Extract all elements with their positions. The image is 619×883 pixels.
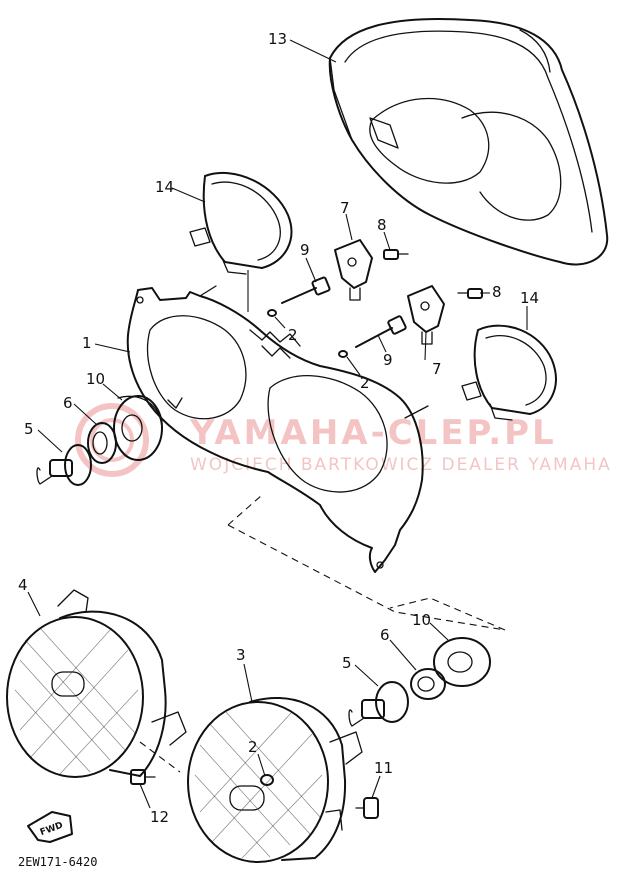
callout-1: 1 [82, 334, 92, 352]
part-14-ring-upper [189, 171, 293, 312]
part-7-adjuster-upper [334, 239, 373, 301]
callout-8-upper: 8 [377, 216, 387, 234]
watermark-sub-text: WOJCIECH BARTKOWICZ DEALER YAMAHA [190, 455, 612, 475]
watermark-logo-ring [75, 403, 149, 477]
part-1-headlight-body [126, 285, 429, 573]
part-10-socket-cover-right [433, 637, 491, 687]
callout-11: 11 [374, 759, 393, 777]
part-2-grommet-b [338, 350, 348, 358]
callout-14-right: 14 [520, 289, 539, 307]
part-12-screw [130, 769, 156, 785]
part-8-screw-upper [383, 249, 409, 260]
part-9-adjusting-screw-lower [355, 315, 407, 348]
callout-7-upper: 7 [340, 199, 350, 217]
part-5-bulb-left [36, 444, 92, 486]
callout-10-left: 10 [86, 370, 105, 388]
callout-2-lower: 2 [248, 738, 258, 756]
leader-lines [27, 39, 528, 809]
part-11-position-bulb [355, 797, 379, 819]
part-8-screw-lower [457, 288, 483, 299]
callout-10-right: 10 [412, 611, 431, 629]
callout-9-upper: 9 [300, 241, 310, 259]
part-14-ring-right [461, 324, 557, 421]
callout-labels: 13 14 14 7 7 8 8 9 9 2 2 2 1 10 10 6 6 5… [18, 30, 539, 826]
watermark-logo-inner [90, 418, 134, 462]
part-6-bulb-holder-right [410, 668, 446, 700]
part-2-grommet-a [267, 309, 277, 317]
callout-2-middle: 2 [360, 374, 370, 392]
part-3-headlight-unit-right [187, 697, 363, 863]
callout-8-lower: 8 [492, 283, 502, 301]
part-9-adjusting-screw-upper [281, 276, 331, 304]
lens-pattern-left [14, 627, 139, 775]
watermark-main-text: YAMAHA-CLEP.PL [189, 413, 557, 453]
callout-14-upper: 14 [155, 178, 174, 196]
callout-7-lower: 7 [432, 360, 442, 378]
part-4-headlight-unit-left [6, 589, 187, 778]
part-13-headlight-cover [328, 17, 609, 266]
part-5-bulb-right [348, 681, 409, 727]
part-6-bulb-holder-left [87, 422, 117, 464]
callout-4: 4 [18, 576, 28, 594]
drawing-code: 2EW171-6420 [18, 855, 97, 869]
part-7-adjuster-lower [407, 285, 445, 345]
forward-arrow-label: FWD [39, 821, 65, 838]
callout-5-left: 5 [24, 420, 34, 438]
forward-arrow: FWD [27, 811, 73, 843]
callout-13: 13 [268, 30, 287, 48]
part-10-socket-cover-left [113, 395, 163, 461]
callout-12: 12 [150, 808, 169, 826]
callout-9-lower: 9 [383, 351, 393, 369]
callout-5-right: 5 [342, 654, 352, 672]
callout-3: 3 [236, 646, 246, 664]
callout-6-left: 6 [63, 394, 73, 412]
assembly-guide-lines [139, 494, 506, 773]
callout-6-right: 6 [380, 626, 390, 644]
part-2-grommet-c [260, 774, 274, 786]
lens-pattern-right [194, 711, 323, 859]
callout-2-upper: 2 [288, 326, 298, 344]
watermark: YAMAHA-CLEP.PL WOJCIECH BARTKOWICZ DEALE… [75, 403, 612, 477]
